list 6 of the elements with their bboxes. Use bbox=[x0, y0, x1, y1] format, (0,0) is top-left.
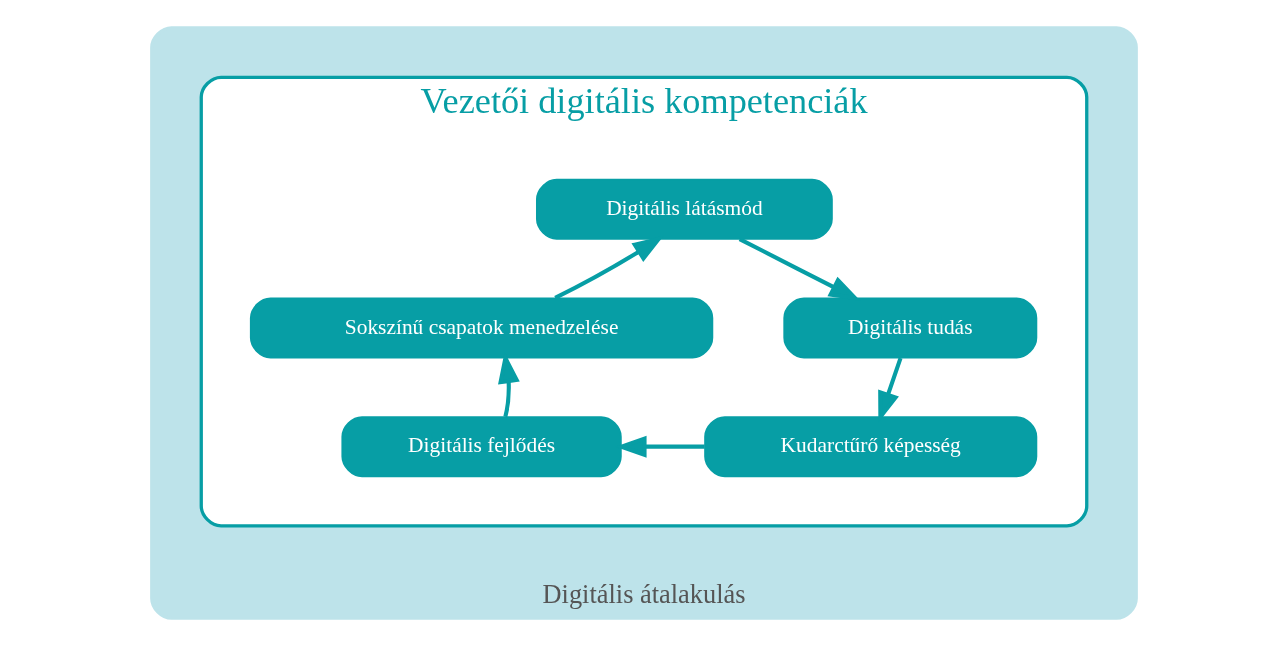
node-box: Kudarctűrő képesség bbox=[703, 416, 1037, 478]
node-box: Digitális látásmód bbox=[535, 178, 833, 240]
arrow bbox=[738, 237, 860, 301]
node-box: Sokszínű csapatok menedzelése bbox=[249, 297, 713, 359]
node-box: Digitális tudás bbox=[782, 297, 1037, 359]
node-box: Digitális fejlődés bbox=[340, 416, 622, 478]
